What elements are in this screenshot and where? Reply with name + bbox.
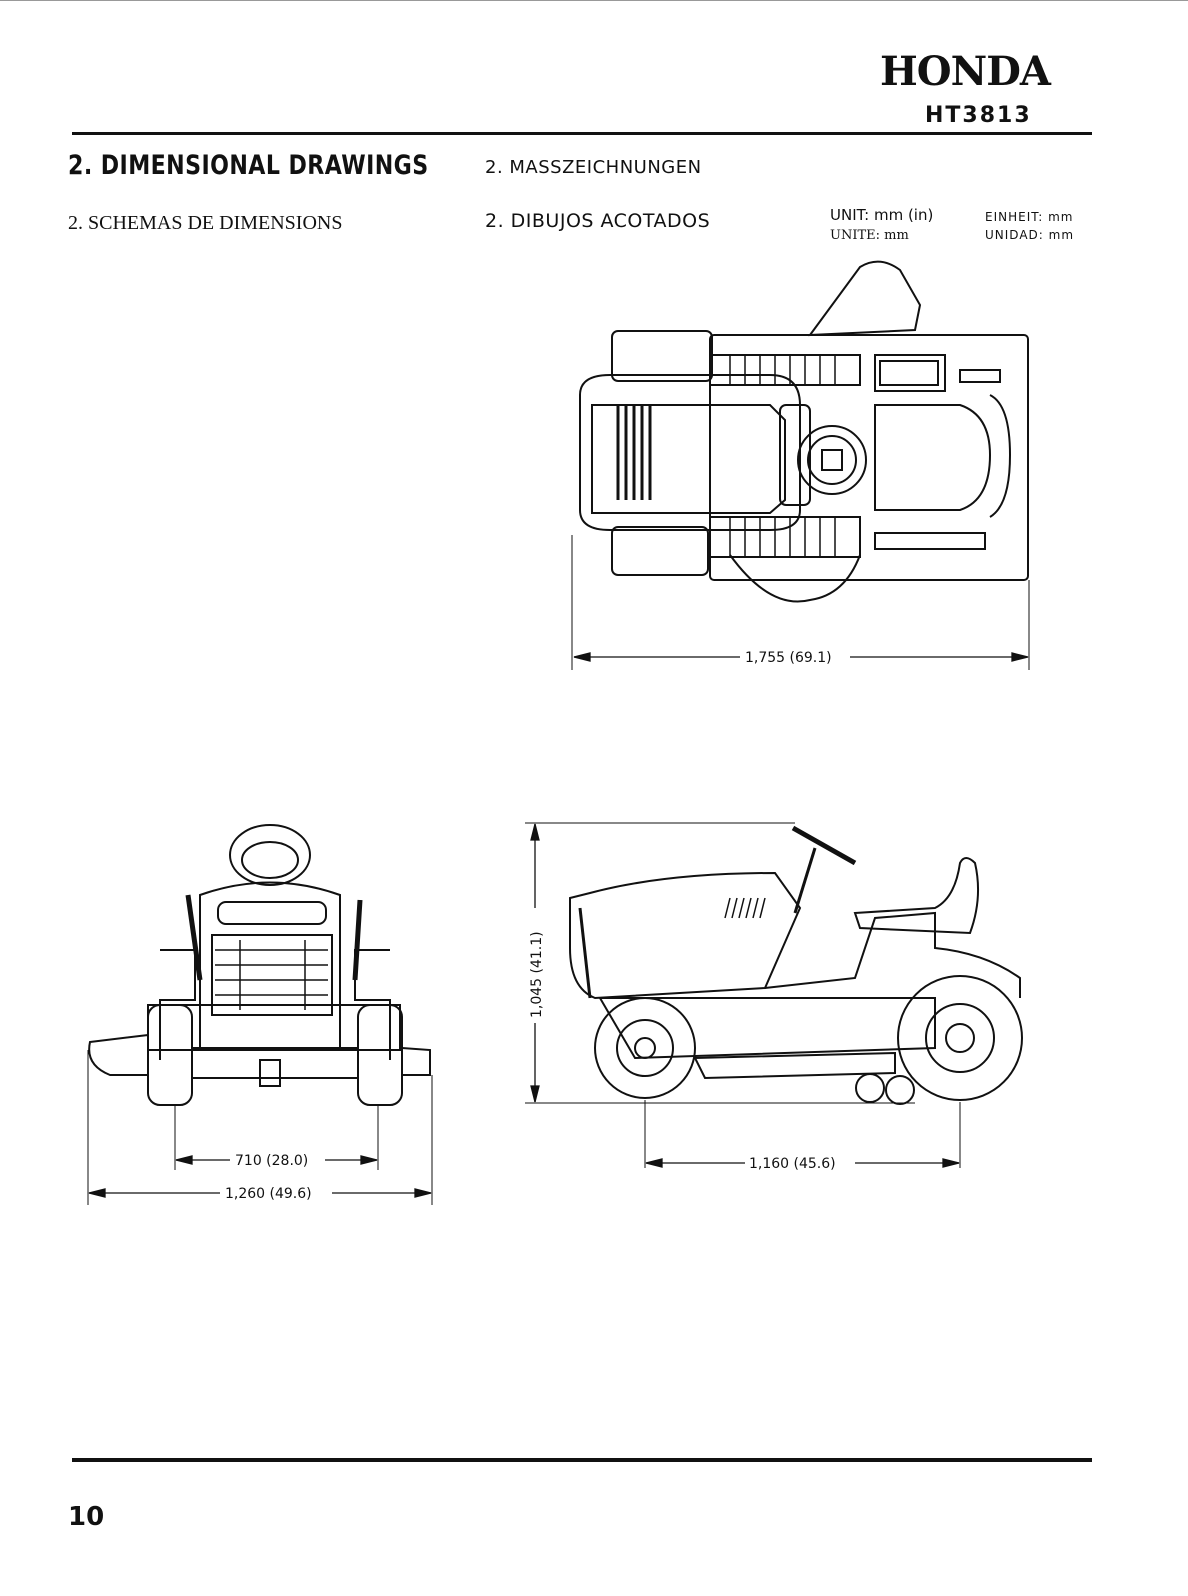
top-view-discharge-chute <box>810 262 920 335</box>
overall-width-label: 1,260 (49.6) <box>225 1186 312 1202</box>
unit-label-german: EINHEIT: mm <box>985 210 1074 224</box>
footer-rule <box>72 1458 1092 1462</box>
front-view-hood-top <box>218 902 326 924</box>
side-view-drawing: 1,045 (41.1) 1,160 (45.6) <box>515 818 1035 1178</box>
side-view-rear-wheel-hub <box>926 1004 994 1072</box>
top-edge-line <box>0 0 1188 1</box>
side-view-gauge-wheel-rear <box>886 1076 914 1104</box>
top-view-foot-panel <box>875 533 985 549</box>
front-view-hood <box>200 883 340 1051</box>
front-view-wheel-right <box>358 1005 402 1105</box>
top-view-side-rail-lower <box>710 517 860 557</box>
top-view-side-rail-upper <box>710 355 860 385</box>
unit-label-english: UNIT: mm (in) <box>830 206 933 224</box>
top-view-grille <box>618 405 650 500</box>
top-view-rear-fender <box>990 395 1010 517</box>
front-view-wheel-left <box>148 1005 192 1105</box>
section-title-english: 2. DIMENSIONAL DRAWINGS <box>68 150 429 181</box>
top-view-wheel-lower <box>612 527 708 575</box>
side-view-rear-wheel-center <box>946 1024 974 1052</box>
top-view-drawing: 1,755 (69.1) <box>570 255 1050 685</box>
tread-label: 710 (28.0) <box>235 1153 308 1169</box>
overall-height-label: 1,045 (41.1) <box>529 931 545 1018</box>
front-view-discharge-chute <box>89 1035 148 1075</box>
top-view-wheel-upper <box>612 331 712 381</box>
front-view-steering-wheel-inner <box>242 842 298 878</box>
side-view-rear-wheel <box>898 976 1022 1100</box>
top-view-frame <box>710 335 1028 580</box>
section-title-french: 2. SCHEMAS DE DIMENSIONS <box>68 212 342 235</box>
model-number: HT3813 <box>925 103 1032 128</box>
side-view-front-wheel-hub <box>617 1020 673 1076</box>
section-title-german: 2. MASSZEICHNUNGEN <box>485 157 702 178</box>
top-view-mower-deck <box>730 555 860 602</box>
top-view-hood <box>580 375 800 530</box>
page-number: 10 <box>68 1502 104 1532</box>
front-view-deck-right <box>402 1048 430 1075</box>
side-view-hood <box>570 873 800 998</box>
side-view-gauge-wheel-front <box>856 1074 884 1102</box>
front-view-drawing: 710 (28.0) 1,260 (49.6) <box>80 820 440 1210</box>
side-view-steering-column <box>795 848 815 913</box>
header-rule <box>72 132 1092 135</box>
top-view-lever <box>960 370 1000 382</box>
side-view-body <box>765 913 1020 998</box>
front-view-grille <box>212 935 332 1015</box>
overall-length-label: 1,755 (69.1) <box>745 650 832 666</box>
unit-label-spanish: UNIDAD: mm <box>985 228 1074 242</box>
top-view-hood-inner <box>592 405 785 513</box>
side-view-vents <box>725 898 765 918</box>
front-view-front-weight <box>260 1060 280 1086</box>
side-view-front-wheel <box>595 998 695 1098</box>
front-view-body-base <box>148 1005 400 1050</box>
top-view-steering-wheel-inner <box>808 436 856 484</box>
top-view-steering-hub <box>822 450 842 470</box>
top-view-seat <box>875 405 990 510</box>
wheelbase-label: 1,160 (45.6) <box>749 1156 836 1172</box>
unit-label-french: UNITE: mm <box>830 228 909 243</box>
side-view-front-wheel-center <box>635 1038 655 1058</box>
front-view-grille-slots <box>215 940 328 1010</box>
brand-logo-text: HONDA <box>880 48 1050 95</box>
side-view-steering-wheel <box>793 828 855 863</box>
top-view-lever-panel-inner <box>880 361 938 385</box>
front-view-mower-deck <box>192 1048 358 1078</box>
side-view-grille <box>580 908 590 998</box>
section-title-spanish: 2. DIBUJOS ACOTADOS <box>485 210 710 232</box>
side-view-frame <box>600 998 935 1058</box>
